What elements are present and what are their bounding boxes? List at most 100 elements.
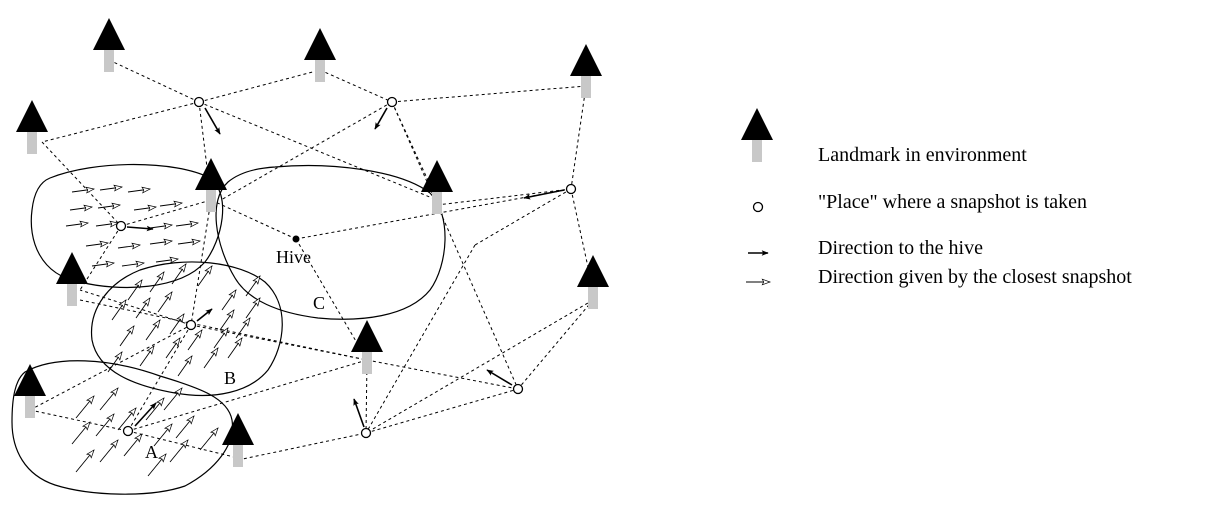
network-edge [365, 388, 519, 434]
hollow-arrow-icon [175, 415, 195, 439]
network-edge [198, 69, 321, 103]
hollow-arrow-icon [155, 256, 180, 264]
hollow-arrow-icon [139, 345, 155, 367]
hollow-arrow-icon [245, 275, 261, 297]
place-icon [115, 220, 127, 232]
hollow-arrow-icon [197, 265, 213, 287]
hollow-arrow-icon [69, 204, 94, 212]
hollow-arrow-icon [123, 433, 143, 457]
hive-direction-arrows [126, 107, 565, 428]
network-edge [198, 101, 212, 201]
hollow-arrow-icon [71, 186, 96, 194]
hollow-arrow-icon [75, 449, 95, 473]
hollow-arrow-icon [121, 260, 146, 268]
hollow-arrow-icon [177, 238, 202, 246]
hollow-arrow-icon [203, 347, 219, 369]
hollow-arrow-icon [75, 395, 95, 419]
place-icon [386, 96, 398, 108]
hollow-arrow-icon [99, 184, 124, 192]
hollow-arrow-icon [97, 202, 122, 210]
hollow-arrow-icon [135, 297, 151, 319]
network-edge [365, 299, 594, 434]
hollow-arrow-icon [85, 240, 110, 248]
network-edge [41, 141, 122, 227]
legend-closest-snapshot-text: Direction given by the closest snapshot [818, 266, 1132, 288]
hollow-arrow-icon [169, 439, 189, 463]
hollow-arrow-icon [221, 289, 237, 311]
legend-place-text: "Place" where a snapshot is taken [818, 191, 1087, 213]
hive-label: Hive [276, 247, 311, 267]
hollow-arrow-icon [149, 222, 174, 230]
network-edge [108, 59, 200, 103]
place-icon [122, 425, 134, 437]
landmark-icon [14, 364, 46, 418]
place-icon [193, 96, 205, 108]
network-edge [127, 359, 368, 432]
region-c [215, 165, 446, 320]
hollow-arrow-icon [117, 407, 137, 431]
hollow-arrow-icon [145, 397, 165, 421]
hollow-arrow-icon [213, 327, 229, 349]
hollow-arrow-icon [95, 220, 120, 228]
legend-landmark-icon [741, 108, 773, 162]
network-edge [41, 101, 200, 143]
region-c-label: C [313, 293, 325, 313]
landmark-icon [195, 158, 227, 212]
landmark-icon [577, 255, 609, 309]
hollow-arrow-icon [199, 427, 219, 451]
network-edge [319, 69, 393, 103]
network-edge [436, 188, 572, 206]
legend-place-icon [752, 201, 764, 213]
network-edge [29, 409, 129, 432]
network-edge [295, 238, 368, 361]
place-icon [360, 427, 372, 439]
hollow-arrow-icon [169, 313, 185, 335]
place-icon [512, 383, 524, 395]
network-edge [391, 101, 519, 390]
hollow-arrow-icon [95, 413, 115, 437]
legend-hive-direction-text: Direction to the hive [818, 237, 983, 259]
solid-arrow-icon [353, 398, 365, 428]
hollow-arrow-icon [171, 263, 187, 285]
hollow-arrow-icon [235, 317, 251, 339]
landmark-icon [16, 100, 48, 154]
region-b [90, 261, 283, 397]
hollow-arrow-icon [117, 242, 142, 250]
region-a-label: A [145, 442, 158, 462]
hollow-arrow-icon [107, 351, 123, 373]
network-edge [120, 199, 212, 227]
solid-arrow-icon [126, 225, 154, 232]
hive-dot [292, 235, 300, 243]
network-edge [220, 101, 393, 201]
hollow-arrow-icon [145, 319, 161, 341]
solid-arrow-icon [486, 369, 513, 386]
landmark-icon [222, 413, 254, 467]
solid-arrow-icon [134, 402, 157, 427]
hollow-arrow-icon [99, 439, 119, 463]
landmark-icon [570, 44, 602, 98]
solid-arrow-icon [374, 107, 388, 130]
hollow-arrow-icon [245, 297, 261, 319]
network-edge [198, 101, 438, 201]
solid-arrow-icon [196, 308, 213, 322]
hollow-arrow-icon [91, 260, 116, 268]
hollow-arrow-icon [127, 279, 143, 301]
hollow-arrow-icon [187, 329, 203, 351]
network-edge [210, 199, 297, 240]
network-edge [29, 324, 192, 411]
hollow-arrow-icon [99, 387, 119, 411]
network-edge [517, 299, 594, 390]
hollow-arrow-icon [71, 421, 91, 445]
hollow-arrow-icon [153, 423, 173, 447]
hollow-arrow-icon [133, 204, 158, 212]
landmark-icon [421, 160, 453, 214]
network-edge [366, 359, 519, 390]
hollow-arrow-icon [119, 325, 135, 347]
hollow-arrow-icon [127, 186, 152, 194]
solid-arrow-icon [523, 189, 565, 200]
network-edge [391, 85, 587, 103]
network-edge [570, 85, 587, 190]
landmarks [14, 18, 609, 467]
